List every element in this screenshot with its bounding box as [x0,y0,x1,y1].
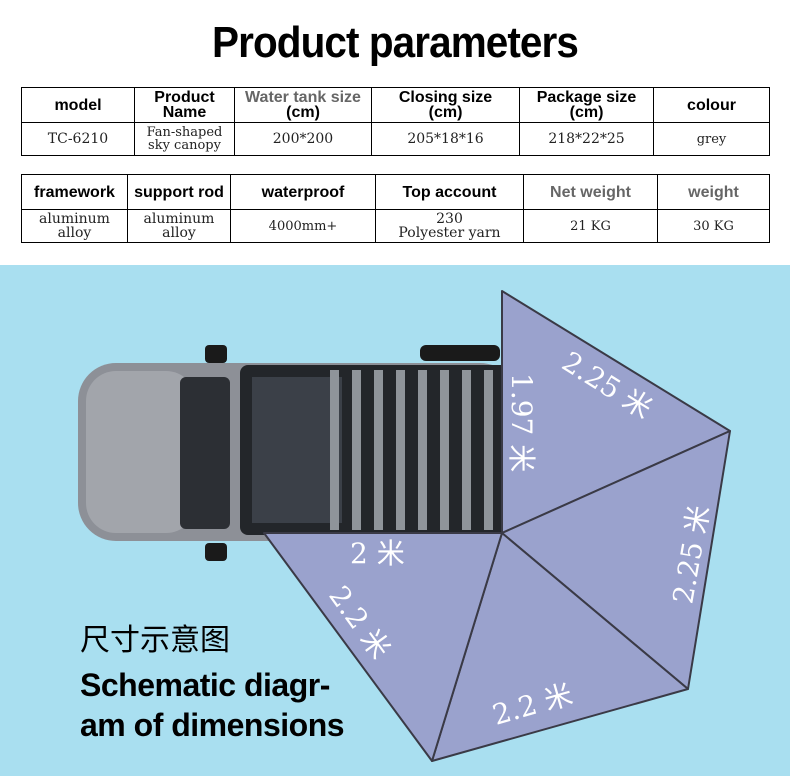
header-text: model [54,96,102,114]
header-top-account: Top account [375,174,524,210]
cell-text: 205*18*16 [407,131,484,147]
header-text: Closing size [398,89,493,106]
header-text: Top account [402,183,497,201]
header-colour: colour [653,87,770,123]
caption-english: Schematic diagr- am of dimensions [80,665,400,745]
header-text: Net weight [550,183,631,201]
header-text: support rod [134,183,224,201]
dimension-label-side-a: 1.97 米 [505,373,538,472]
cell-text: grey [696,131,727,147]
cell-closing-size: 205*18*16 [371,122,520,156]
cell-text: alloy [162,225,196,241]
page-title: Product parameters [212,18,579,67]
header-package-size: Package size(cm) [519,87,654,123]
cell-colour: grey [653,122,770,156]
canopy-panel-4 [263,532,503,762]
cell-text: aluminum [143,211,215,227]
header-text: waterproof [261,183,345,201]
header-text: Name [162,104,207,121]
cell-text: 30 KG [693,218,734,234]
header-closing-size: Closing size(cm) [371,87,520,123]
caption-english-line-1: Schematic diagr- [80,667,330,703]
table-header-row: framework support rod waterproof Top acc… [21,174,770,210]
cell-text: Fan-shaped [146,125,223,140]
cell-text: 230 [436,211,463,227]
canopy-awning [263,290,731,762]
caption-chinese: 尺寸示意图 [80,623,230,658]
cell-text: 21 KG [570,218,611,234]
cell-text: TC-6210 [47,131,109,147]
header-text: Water tank size [245,89,361,106]
cell-text: sky canopy [148,138,221,153]
header-text: (cm) [569,104,604,121]
cell-water-tank-size: 200*200 [234,122,372,156]
header-text: (cm) [286,104,320,121]
dimension-diagram: 1.97 米 2.25 米 2.25 米 2 米 2.2 米 2.2 米 尺寸示… [0,265,790,776]
vehicle-illustration [78,345,518,561]
cell-text: 218*22*25 [548,131,625,147]
cell-weight: 30 KG [657,209,770,243]
cell-text: alloy [57,225,92,241]
header-text: weight [688,183,739,201]
cell-text: aluminum [39,211,110,227]
cell-text: 200*200 [272,131,334,147]
header-text: Package size [536,89,637,106]
cell-net-weight: 21 KG [523,209,658,243]
header-framework: framework [21,174,128,210]
header-model: model [21,87,135,123]
header-text: colour [687,96,736,114]
header-weight: weight [657,174,770,210]
header-text: framework [34,183,115,201]
cell-text: Polyester yarn [398,225,501,241]
cell-waterproof: 4000mm+ [230,209,376,243]
cell-package-size: 218*22*25 [519,122,654,156]
header-net-weight: Net weight [523,174,658,210]
cell-model: TC-6210 [21,122,135,156]
header-text: (cm) [428,104,463,121]
cell-text: 4000mm+ [268,218,338,234]
parameters-table-2: framework support rod waterproof Top acc… [21,174,770,243]
header-water-tank-size: Water tank size(cm) [234,87,372,123]
header-waterproof: waterproof [230,174,376,210]
header-support-rod: support rod [127,174,231,210]
header-text: Product [154,89,215,106]
diagram-canvas: 1.97 米 2.25 米 2.25 米 2 米 2.2 米 2.2 米 [78,290,731,762]
dimension-label-side-d: 2 米 [350,537,405,570]
caption-english-line-2: am of dimensions [80,707,345,743]
